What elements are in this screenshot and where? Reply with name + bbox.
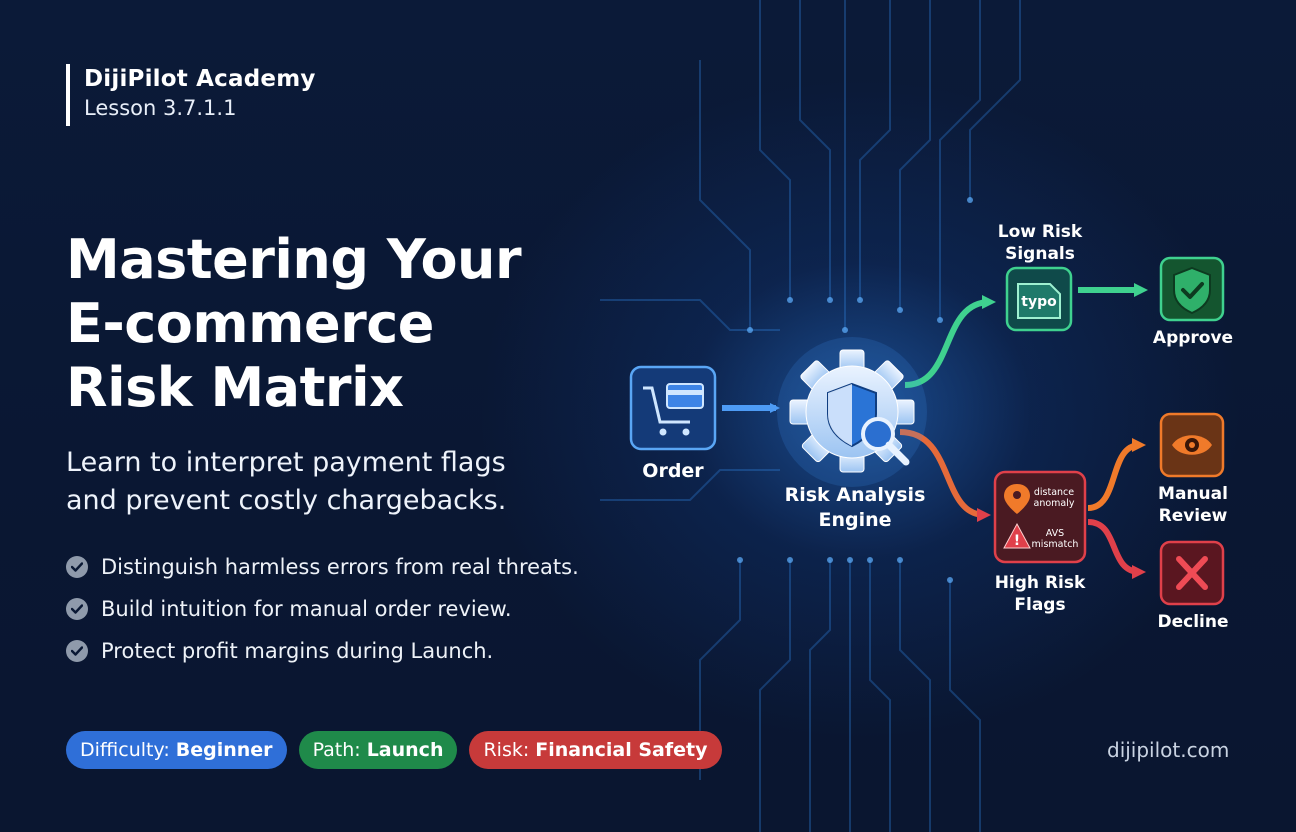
- path-badge: Path: Launch: [298, 731, 458, 769]
- circuit-traces: [600, 0, 1021, 832]
- high-to-review-arrow: [1087, 438, 1146, 511]
- magnifier-icon: [861, 417, 910, 466]
- shopping-cart-icon: [643, 386, 690, 436]
- badge-value: Launch: [366, 739, 444, 761]
- low-risk-label-line2: Signals: [1005, 244, 1075, 264]
- page-title: Mastering Your E-commerce Risk Matrix: [66, 228, 586, 420]
- location-pin-icon: [1004, 484, 1030, 514]
- site-url[interactable]: dijipilot.com: [1107, 738, 1230, 762]
- flag-avs-line1: AVS: [1046, 528, 1064, 539]
- approve-node: Approve: [1153, 256, 1233, 348]
- high-to-decline-arrow: [1087, 519, 1146, 579]
- difficulty-badge: Difficulty: Beginner: [66, 731, 287, 769]
- low-risk-node: Low Risk Signals typo: [998, 222, 1083, 332]
- decline-label: Decline: [1157, 612, 1228, 632]
- badge-value: Beginner: [175, 739, 273, 761]
- engine-label-line2: Engine: [818, 509, 891, 531]
- approve-label: Approve: [1153, 328, 1233, 348]
- order-node: Order: [629, 365, 717, 482]
- check-circle-icon: [66, 640, 88, 662]
- manual-review-label-line1: Manual: [1158, 484, 1228, 504]
- check-circle-icon: [66, 556, 88, 578]
- high-risk-label-line2: Flags: [1014, 595, 1065, 615]
- shield-check-icon: [1173, 266, 1211, 315]
- svg-text:!: !: [1014, 533, 1020, 549]
- credit-card-icon: [666, 383, 704, 409]
- manual-review-label-line2: Review: [1159, 506, 1228, 526]
- list-item: Build intuition for manual order review.: [66, 588, 626, 630]
- badge-key: Path:: [312, 739, 361, 761]
- list-item: Protect profit margins during Launch.: [66, 630, 626, 672]
- flag-distance-line1: distance: [1034, 487, 1074, 498]
- risk-engine-node: Risk Analysis Engine: [777, 337, 927, 531]
- brand-block: DijiPilot Academy Lesson 3.7.1.1: [66, 64, 316, 126]
- brand-name: DijiPilot Academy: [84, 66, 316, 92]
- subtitle: Learn to interpret payment flags and pre…: [66, 444, 626, 520]
- order-label: Order: [642, 460, 704, 482]
- title-line: Risk Matrix: [66, 356, 404, 419]
- flag-avs-line2: mismatch: [1032, 539, 1079, 550]
- high-risk-node: distance anomaly ! AVS mismatch High Ris…: [993, 470, 1087, 615]
- circuit-nodes: [737, 197, 973, 583]
- list-item: Distinguish harmless errors from real th…: [66, 546, 626, 588]
- flag-distance-line2: anomaly: [1034, 498, 1075, 509]
- badge-value: Financial Safety: [535, 739, 708, 761]
- typo-tag: typo: [1021, 294, 1057, 310]
- list-item-text: Build intuition for manual order review.: [101, 597, 512, 621]
- engine-label-line1: Risk Analysis: [785, 484, 926, 506]
- list-item-text: Protect profit margins during Launch.: [101, 639, 494, 663]
- eye-icon: [1172, 435, 1212, 455]
- subtitle-line: and prevent costly chargebacks.: [66, 485, 507, 516]
- warning-icon: !: [1003, 522, 1031, 549]
- check-circle-icon: [66, 598, 88, 620]
- badge-key: Risk:: [483, 739, 530, 761]
- high-risk-label-line1: High Risk: [995, 573, 1086, 593]
- benefit-list: Distinguish harmless errors from real th…: [66, 546, 626, 672]
- low-risk-label-line1: Low Risk: [998, 222, 1083, 242]
- manual-review-node: Manual Review: [1158, 412, 1228, 526]
- list-item-text: Distinguish harmless errors from real th…: [101, 555, 579, 579]
- title-line: E-commerce: [66, 292, 434, 355]
- decline-node: Decline: [1157, 540, 1229, 632]
- risk-badge: Risk: Financial Safety: [469, 731, 722, 769]
- badge-row: Difficulty: Beginner Path: Launch Risk: …: [66, 731, 722, 769]
- engine-to-high-arrow: [899, 429, 991, 522]
- subtitle-line: Learn to interpret payment flags: [66, 447, 506, 478]
- title-line: Mastering Your: [66, 228, 522, 291]
- engine-to-low-arrow: [904, 295, 996, 388]
- badge-key: Difficulty:: [80, 739, 170, 761]
- x-mark-icon: [1176, 556, 1208, 590]
- lesson-number: Lesson 3.7.1.1: [84, 96, 237, 120]
- document-icon: typo: [1017, 283, 1061, 319]
